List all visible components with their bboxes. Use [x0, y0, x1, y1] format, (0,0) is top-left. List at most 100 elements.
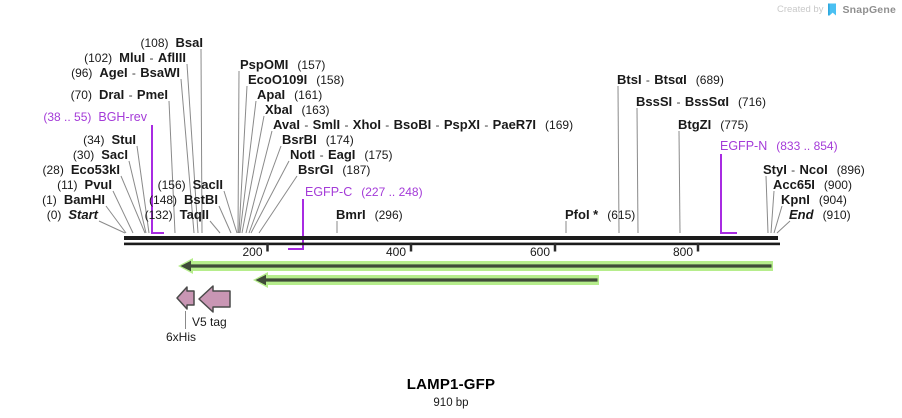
separator: -	[642, 73, 654, 87]
position-bmri: (296)	[374, 208, 403, 222]
label-btsi-btsai[interactable]: BtsI - BtsαI(689)	[617, 73, 724, 87]
label-eco53ki[interactable]: (28)Eco53kI	[43, 163, 121, 177]
separator: -	[673, 95, 684, 109]
leader-line-avai-group	[245, 130, 273, 234]
site-name: NotI	[290, 147, 316, 162]
egfp-c-marker	[288, 199, 304, 250]
leader-line-sacii	[223, 190, 238, 234]
site-name: BsrBI	[282, 132, 317, 147]
leader-line-pspomi	[237, 70, 240, 234]
site-name: Acc65I	[773, 177, 815, 192]
leader-line-bsrbi	[248, 145, 282, 234]
label-drai-pmei[interactable]: (70)DraI - PmeI	[71, 88, 168, 102]
position-avai-group: (169)	[545, 118, 574, 132]
position-bgh-rev: (38 .. 55)	[43, 110, 92, 124]
label-egfp-c[interactable]: EGFP-C(227 .. 248)	[305, 186, 423, 199]
site-name: PspXI	[443, 117, 480, 132]
label-bsrgi[interactable]: BsrGI(187)	[298, 163, 370, 177]
position-pfoi: (615)	[607, 208, 636, 222]
label-bstbi[interactable]: (148)BstBI	[149, 193, 218, 207]
label-bsssi-bsssai[interactable]: BssSI - BssSαI(716)	[636, 95, 766, 109]
6xhis-arrow[interactable]	[176, 286, 195, 310]
separator: -	[381, 118, 393, 132]
label-sacii[interactable]: (156)SacII	[158, 178, 223, 192]
site-name: SmlI	[312, 117, 341, 132]
label-taqii[interactable]: (132)TaqII	[145, 208, 209, 222]
position-taqii: (132)	[144, 208, 173, 222]
label-bsrbi[interactable]: BsrBI (174)	[282, 133, 354, 147]
site-name: StyI	[763, 162, 787, 177]
position-btsi-btsai: (689)	[695, 73, 724, 87]
position-btgzi: (775)	[720, 118, 749, 132]
separator: -	[787, 163, 799, 177]
label-ecoo109i[interactable]: EcoO109I(158)	[248, 73, 344, 87]
position-sacii: (156)	[157, 178, 186, 192]
label-start[interactable]: (0)Start	[47, 208, 98, 222]
label-btgzi[interactable]: BtgZI(775)	[678, 118, 748, 132]
label-noti-eagi[interactable]: NotI - EagI(175)	[290, 148, 392, 162]
site-name: EGFP-N	[720, 139, 768, 153]
position-noti-eagi: (175)	[364, 148, 393, 162]
position-stui: (34)	[83, 133, 105, 147]
position-eco53ki: (28)	[42, 163, 64, 177]
label-stui[interactable]: (34)StuI	[83, 133, 136, 147]
site-name: Start	[68, 207, 98, 222]
position-kpni: (904)	[818, 193, 847, 207]
position-saci: (30)	[72, 148, 95, 162]
label-bsai[interactable]: (108)BsaI	[141, 36, 203, 50]
label-styi-ncoi[interactable]: StyI - NcoI(896)	[763, 163, 865, 177]
label-xbai[interactable]: XbaI(163)	[265, 103, 329, 117]
label-agei-bsawi[interactable]: (96)AgeI - BsaWI	[71, 66, 180, 80]
sequence-line-bottom	[124, 242, 780, 246]
label-acc65i[interactable]: Acc65I(900)	[773, 178, 852, 192]
label-pvui[interactable]: (11)PvuI	[57, 178, 112, 192]
separator: -	[432, 118, 443, 132]
sequence-line-top	[124, 236, 778, 240]
v5-tag-label[interactable]: V5 tag	[192, 315, 227, 329]
label-pfoi[interactable]: PfoI *(615)	[565, 208, 635, 222]
leader-line-btsi-btsai	[617, 85, 620, 234]
site-name: BsoBI	[393, 117, 432, 132]
orf-arrow-outer-head[interactable]	[180, 260, 192, 272]
position-bsrbi: (174)	[325, 133, 354, 147]
label-end[interactable]: End(910)	[789, 208, 851, 222]
6xhis-label[interactable]: 6xHis	[166, 330, 197, 344]
leader-line-xbai	[241, 115, 265, 234]
label-egfp-n[interactable]: EGFP-N (833 .. 854)	[720, 140, 838, 153]
created-by-text: Created by	[776, 4, 824, 15]
separator: -	[481, 118, 492, 132]
site-name: BsaWI	[140, 65, 180, 80]
map-length: 910 bp	[433, 397, 469, 409]
label-pspomi[interactable]: PspOMI(157)	[240, 58, 325, 72]
site-name: BmrI	[336, 207, 366, 222]
egfp-n-marker	[720, 154, 737, 234]
label-mlui-afliii[interactable]: (102)MluI - AflIII	[84, 51, 186, 65]
label-bgh-rev[interactable]: (38 .. 55)BGH-rev	[43, 111, 147, 124]
label-avai-group[interactable]: AvaI - SmlI - XhoI - BsoBI - PspXI - Pae…	[273, 118, 573, 132]
snapgene-wordmark: SnapGene	[842, 3, 896, 16]
site-name: XbaI	[265, 102, 293, 117]
label-apai[interactable]: ApaI(161)	[257, 88, 322, 102]
snapgene-logo-icon	[828, 3, 837, 16]
separator: -	[341, 118, 352, 132]
ruler-tick-label-600: 600	[529, 245, 550, 259]
v5-tag-arrow[interactable]	[198, 285, 231, 313]
orf-arrow-inner-head[interactable]	[255, 274, 267, 286]
label-kpni[interactable]: KpnI(904)	[781, 193, 847, 207]
site-name: BssSαI	[684, 94, 729, 109]
position-drai-pmei: (70)	[70, 88, 92, 102]
position-egfp-n: (833 .. 854)	[776, 139, 838, 153]
site-name: EGFP-C	[305, 185, 353, 199]
separator: -	[316, 148, 327, 162]
leader-line-bsssi-bsssai	[636, 107, 639, 234]
leader-line-ecoo109i	[238, 85, 248, 234]
leader-line-eco53ki	[120, 175, 146, 234]
leader-line-saci	[128, 160, 147, 234]
leader-line-styi-ncoi	[765, 175, 769, 234]
site-name: EcoO109I	[248, 72, 308, 87]
site-name: PmeI	[136, 87, 168, 102]
label-saci[interactable]: (30)SacI	[73, 148, 128, 162]
label-bamhi[interactable]: (1)BamHI	[42, 193, 105, 207]
label-bmri[interactable]: BmrI (296)	[336, 208, 403, 222]
